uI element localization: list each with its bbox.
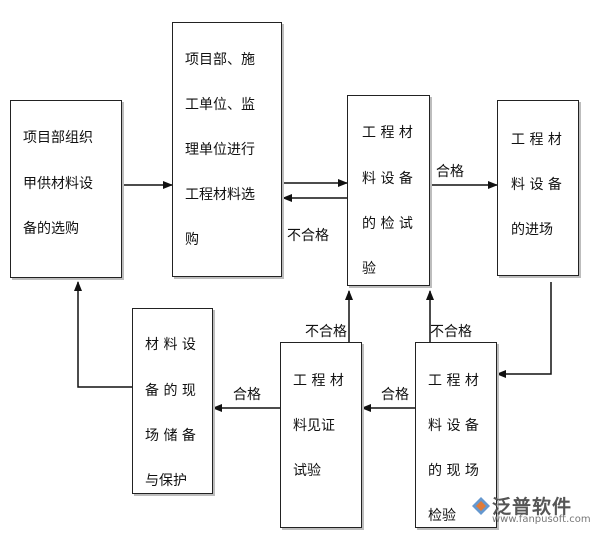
box-storage: 材 料 设 备 的 现 场 储 备 与保护 bbox=[132, 308, 213, 494]
box-select-line-4: 工程材料选 bbox=[185, 187, 255, 203]
box-onsite-line-2: 料 设 备 bbox=[428, 418, 479, 434]
box-procure-line-2: 甲供材料设 bbox=[23, 176, 93, 192]
box-witness-line-2: 料见证 bbox=[293, 418, 335, 434]
box-test-line-2: 料 设 备 bbox=[362, 171, 413, 187]
box-witness: 工 程 材 料见证 试验 bbox=[280, 342, 362, 528]
box-witness-line-3: 试验 bbox=[293, 463, 321, 479]
label-onsite-fail: 不合格 bbox=[430, 324, 472, 340]
box-storage-line-1: 材 料 设 bbox=[145, 337, 196, 353]
box-arrive: 工 程 材 料 设 备 的进场 bbox=[497, 100, 579, 276]
box-storage-line-3: 场 储 备 bbox=[145, 428, 196, 444]
box-onsite-line-3: 的 现 场 bbox=[428, 463, 479, 479]
box-select-line-5: 购 bbox=[185, 232, 199, 248]
box-test-line-1: 工 程 材 bbox=[362, 125, 413, 141]
box-select-line-2: 工单位、监 bbox=[185, 97, 255, 113]
box-onsite: 工 程 材 料 设 备 的 现 场 检验 bbox=[415, 342, 497, 528]
box-procure-line-1: 项目部组织 bbox=[23, 130, 93, 146]
box-procure-line-3: 备的选购 bbox=[23, 221, 79, 237]
box-test-line-3: 的 检 试 bbox=[362, 216, 413, 232]
box-arrive-line-3: 的进场 bbox=[511, 222, 553, 238]
box-procure: 项目部组织 甲供材料设 备的选购 bbox=[10, 100, 122, 278]
box-test: 工 程 材 料 设 备 的 检 试 验 bbox=[347, 95, 430, 286]
label-witness-fail: 不合格 bbox=[305, 324, 347, 340]
watermark: 泛普软件 www.fanpusoft.com bbox=[470, 492, 591, 525]
arrow-arrive-to-onsite bbox=[496, 282, 552, 378]
label-test-pass: 合格 bbox=[436, 164, 464, 180]
box-select-line-3: 理单位进行 bbox=[185, 142, 255, 158]
box-select: 项目部、施 工单位、监 理单位进行 工程材料选 购 bbox=[172, 22, 282, 277]
box-storage-line-4: 与保护 bbox=[145, 473, 187, 489]
box-arrive-line-1: 工 程 材 bbox=[511, 132, 562, 148]
label-witness-pass: 合格 bbox=[233, 387, 261, 403]
watermark-brand: 泛普软件 bbox=[492, 496, 573, 518]
box-test-line-4: 验 bbox=[362, 261, 376, 277]
box-select-line-1: 项目部、施 bbox=[185, 52, 255, 68]
box-onsite-line-4: 检验 bbox=[428, 508, 456, 524]
watermark-url: www.fanpusoft.com bbox=[492, 514, 591, 525]
arrow-storage-to-procure bbox=[74, 281, 132, 388]
box-witness-line-1: 工 程 材 bbox=[293, 373, 344, 389]
box-arrive-line-2: 料 设 备 bbox=[511, 177, 562, 193]
label-onsite-pass: 合格 bbox=[381, 387, 409, 403]
watermark-logo-icon bbox=[472, 496, 490, 515]
box-onsite-line-1: 工 程 材 bbox=[428, 373, 479, 389]
label-test-fail: 不合格 bbox=[287, 228, 329, 244]
box-storage-line-2: 备 的 现 bbox=[145, 383, 196, 399]
